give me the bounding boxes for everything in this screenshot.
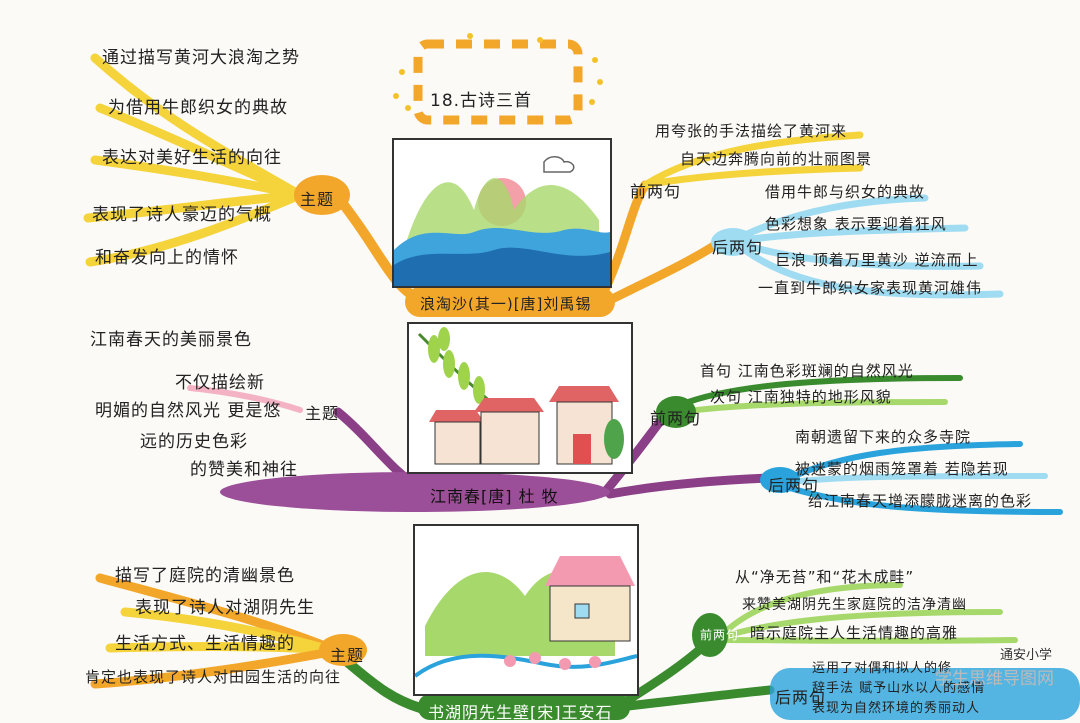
poem1-theme-line: 为借用牛郎织女的典故	[108, 98, 288, 118]
poem2-title: 江南春[唐] 杜 牧	[430, 487, 559, 506]
watermark-school: 通安小学	[1000, 648, 1053, 663]
poem2-second-line: 南朝遗留下来的众多寺院	[795, 428, 972, 446]
poem2-branches	[187, 375, 1063, 515]
poem3-title: 书湖阴先生壁[宋]王安石	[428, 703, 613, 722]
poem1-second-label: 后两句	[712, 238, 764, 257]
poem2-second-node	[760, 467, 800, 493]
poem3-second-line: 运用了对偶和拟人的修	[812, 661, 953, 676]
poem2-second-line: 被迷蒙的烟雨笼罩着 若隐若现	[795, 460, 1009, 478]
poem1-theme-branches	[83, 53, 425, 305]
poem1-theme-node	[294, 175, 350, 215]
poem1-second-line: 借用牛郎与织女的典故	[765, 183, 926, 201]
courtyard-picture	[413, 524, 639, 696]
poem3-theme-label: 主题	[330, 646, 365, 665]
waves-picture	[392, 138, 612, 288]
jiangnan-picture	[407, 322, 633, 474]
poem2-first-label: 前两句	[650, 409, 702, 428]
poem3-first-line: 从“净无苔”和“花木成畦”	[735, 568, 915, 586]
poem2-theme-line: 不仅描绘新	[175, 373, 265, 393]
poem2-first-line: 首句 江南色彩斑斓的自然风光	[700, 362, 914, 380]
poem3-theme-node	[319, 634, 367, 666]
poem1-first-line: 自天边奔腾向前的壮丽图景	[680, 150, 873, 168]
poem1-first-label: 前两句	[630, 182, 682, 201]
poem2-theme-line: 的赞美和神往	[190, 460, 298, 480]
title-dots	[393, 33, 603, 111]
poem1-title: 浪淘沙(其一)[唐]刘禹锡	[420, 295, 592, 313]
poem1-second-line: 色彩想象 表示要迎着狂风	[765, 215, 947, 233]
poem2-first-line: 次句 江南独特的地形风貌	[710, 388, 892, 406]
poem3-theme-line: 肯定也表现了诗人对田园生活的向往	[85, 668, 342, 686]
poem2-theme-line: 明媚的自然风光 更是悠	[95, 401, 282, 421]
poem3-first-line: 暗示庭院主人生活情趣的高雅	[750, 624, 959, 642]
poem3-second-label: 后两句	[775, 688, 827, 707]
poem2-theme-label: 主题	[305, 404, 340, 423]
poem1-theme-label: 主题	[300, 190, 335, 209]
poem3-second-line: 辞手法 赋予山水以人的感情	[812, 681, 986, 696]
poem3-first-line: 来赞美湖阴先生家庭院的洁净清幽	[742, 597, 967, 613]
poem1-theme-line: 通过描写黄河大浪淘之势	[102, 48, 300, 68]
poem3-theme-line: 生活方式、生活情趣的	[115, 634, 295, 654]
poem3-second-box	[770, 668, 1080, 720]
poem2-second-line: 给江南春天增添朦胧迷离的色彩	[808, 492, 1033, 510]
poem1-title-pill	[405, 287, 615, 317]
poem1-theme-line: 表达对美好生活的向往	[102, 148, 282, 168]
poem2-theme-line: 远的历史色彩	[140, 432, 248, 452]
courtyard-illustration	[415, 556, 637, 678]
poem3-theme-line: 描写了庭院的清幽景色	[115, 566, 295, 586]
poem2-second-label: 后两句	[768, 476, 820, 495]
poem3-first-node	[692, 613, 728, 657]
poem1-second-line: 一直到牛郎织女家表现黄河雄伟	[758, 279, 983, 297]
poem1-theme-line: 和奋发向上的情怀	[95, 248, 239, 268]
page-title: 18.古诗三首	[430, 91, 533, 111]
poem1-second-line: 巨浪 顶着万里黄沙 逆流而上	[775, 251, 979, 269]
poem1-first-line: 用夸张的手法描绘了黄河来	[655, 122, 848, 140]
poem2-theme-line: 江南春天的美丽景色	[90, 330, 252, 350]
poem3-title-pill	[418, 694, 630, 720]
jiangnan-illustration	[417, 327, 624, 465]
poem3-first-label: 前两句	[700, 628, 740, 642]
poem2-first-node	[656, 396, 696, 428]
poem1-theme-line: 表现了诗人豪迈的气概	[92, 205, 272, 225]
poem3-second-line: 表现为自然环境的秀丽动人	[812, 701, 981, 716]
watermark-site: 学生思维导图网	[935, 669, 1054, 689]
poem1-second-node	[711, 228, 755, 256]
waves-illustration	[394, 156, 610, 286]
poem3-theme-line: 表现了诗人对湖阴先生	[135, 598, 315, 618]
poem2-title-pill	[220, 472, 610, 512]
title-frame	[413, 39, 583, 125]
